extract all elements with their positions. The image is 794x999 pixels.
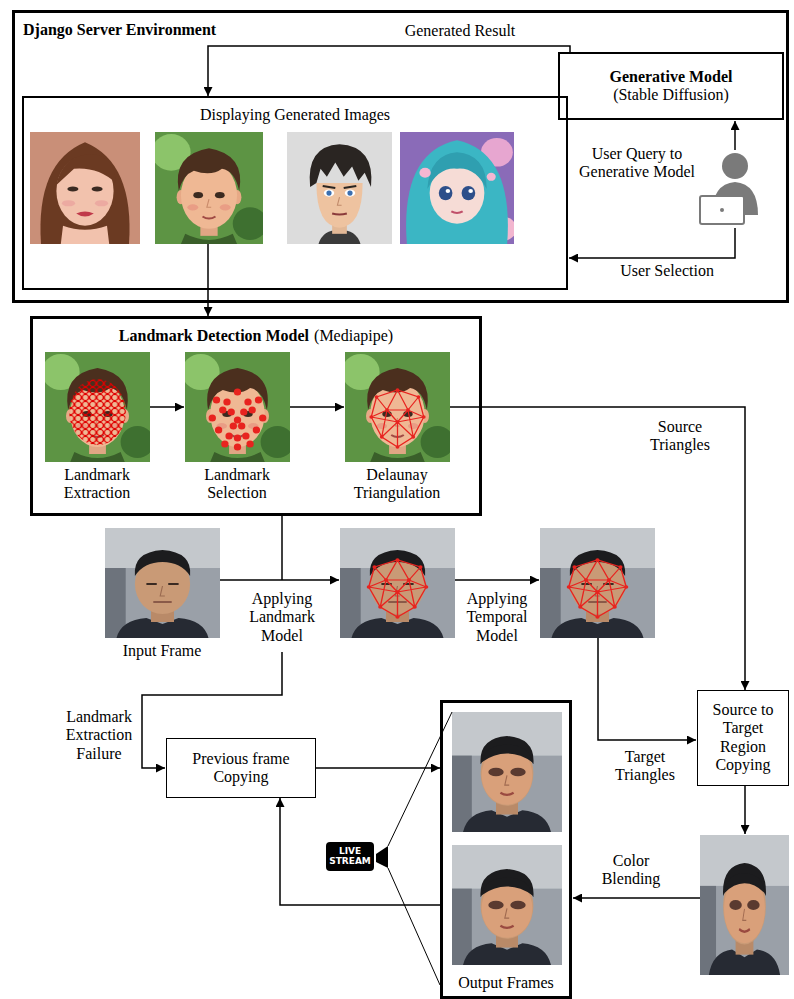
node-label-wrap: Generative Model(Stable Diffusion) bbox=[609, 68, 732, 105]
arrow-line bbox=[290, 406, 344, 408]
drawing-part bbox=[722, 153, 748, 179]
arrow-line bbox=[734, 121, 736, 150]
process-box: Source to Target Region Copying bbox=[697, 690, 789, 786]
node-title: Landmark Detection Model bbox=[119, 327, 309, 344]
connector bbox=[316, 767, 440, 769]
leader-line bbox=[207, 244, 209, 290]
annotation-label: Target Triangles bbox=[605, 748, 685, 785]
arrow-line bbox=[569, 228, 735, 258]
face-image bbox=[182, 352, 294, 462]
blended-image bbox=[700, 835, 789, 975]
output-panel: Output Frames bbox=[440, 700, 572, 999]
node-label-wrap: Previous frame Copying bbox=[173, 750, 309, 787]
frame-image bbox=[540, 528, 655, 638]
connector bbox=[280, 798, 440, 905]
node-title: Source to Target Region Copying bbox=[702, 701, 784, 775]
landmark-images bbox=[42, 352, 454, 462]
process-box: Previous frame Copying bbox=[166, 738, 316, 798]
node-label-area: Landmark Detection Model (Mediapipe) bbox=[33, 327, 479, 345]
frame-image bbox=[340, 528, 455, 638]
face-image bbox=[152, 132, 268, 244]
camera-lens bbox=[376, 846, 388, 868]
drawing-part bbox=[720, 208, 724, 212]
annotation-label: Landmark Extraction bbox=[47, 466, 147, 503]
face-image bbox=[42, 352, 154, 462]
node-label-wrap: Django Server Environment bbox=[23, 21, 216, 39]
face-image bbox=[342, 352, 454, 462]
node-title: Previous frame Copying bbox=[173, 750, 309, 787]
node-label-wrap: Source to Target Region Copying bbox=[702, 701, 784, 775]
edge-label: Generated Result bbox=[380, 22, 540, 40]
arrow-line bbox=[150, 406, 184, 408]
connector bbox=[207, 290, 209, 316]
live-stream-badge: LIVE STREAM bbox=[326, 842, 374, 871]
annotation-label: Landmark Selection bbox=[187, 466, 287, 503]
leader-line bbox=[450, 406, 482, 408]
node-title: Django Server Environment bbox=[23, 21, 216, 39]
annotation-label: Applying Temporal Model bbox=[457, 590, 537, 645]
node-title: Output Frames bbox=[458, 974, 554, 992]
annotation-label: User Selection bbox=[612, 262, 722, 280]
face-image bbox=[30, 132, 140, 244]
face-image bbox=[400, 132, 516, 244]
node-label-wrap: Landmark Detection Model (Mediapipe) bbox=[119, 327, 393, 345]
triangulation-overlay bbox=[567, 558, 629, 619]
edge-label: Source Triangles bbox=[640, 418, 720, 455]
arrow-line bbox=[281, 516, 283, 580]
gallery-box: Displaying Generated Images bbox=[22, 96, 568, 290]
connector bbox=[208, 46, 570, 96]
node-label-area: Output Frames bbox=[443, 974, 569, 992]
face-image bbox=[287, 132, 392, 244]
node-label-area: Displaying Generated Images bbox=[24, 106, 566, 124]
connector bbox=[482, 407, 745, 690]
node-label-wrap: Output Frames bbox=[458, 974, 554, 992]
arrow-line bbox=[573, 897, 700, 899]
annotation-label: Landmark Extraction Failure bbox=[60, 708, 138, 763]
drawing-part bbox=[700, 196, 744, 224]
node-subtitle: (Mediapipe) bbox=[314, 327, 393, 344]
triangulation-overlay bbox=[367, 558, 429, 619]
frame-images bbox=[105, 528, 789, 975]
model-box: Generative Model(Stable Diffusion) bbox=[558, 52, 784, 120]
node-label-area: Generative Model(Stable Diffusion) bbox=[566, 68, 776, 105]
arrow-line bbox=[744, 786, 746, 834]
user-icon bbox=[700, 153, 758, 224]
frame-image bbox=[105, 528, 220, 638]
arrow-line bbox=[455, 579, 539, 581]
node-label-wrap: Displaying Generated Images bbox=[200, 106, 390, 124]
annotation-label: Input Frame bbox=[112, 642, 212, 660]
stream-line bbox=[388, 868, 440, 985]
flow-lines bbox=[142, 121, 745, 985]
arrow-line bbox=[598, 638, 696, 740]
landmark-overlay bbox=[69, 379, 126, 445]
triangulation-overlay bbox=[369, 388, 425, 449]
annotation-label: Delaunay Triangulation bbox=[347, 466, 447, 503]
node-subtitle: (Stable Diffusion) bbox=[609, 86, 732, 104]
node-title: Displaying Generated Images bbox=[200, 106, 390, 124]
output-image bbox=[452, 712, 562, 832]
annotation-label: Color Blending bbox=[596, 852, 666, 889]
arrow-line bbox=[220, 579, 339, 581]
annotation-label: User Query to Generative Model bbox=[572, 145, 702, 182]
node-label-area: Source to Target Region Copying bbox=[702, 701, 784, 775]
generated-images bbox=[30, 132, 516, 244]
landmark-overlay bbox=[209, 389, 267, 451]
annotation-label: Applying Landmark Model bbox=[232, 590, 332, 645]
node-label-area: Django Server Environment bbox=[23, 21, 216, 39]
output-image bbox=[452, 845, 562, 965]
node-title: Generative Model bbox=[609, 68, 732, 86]
node-label-area: Previous frame Copying bbox=[173, 750, 309, 787]
